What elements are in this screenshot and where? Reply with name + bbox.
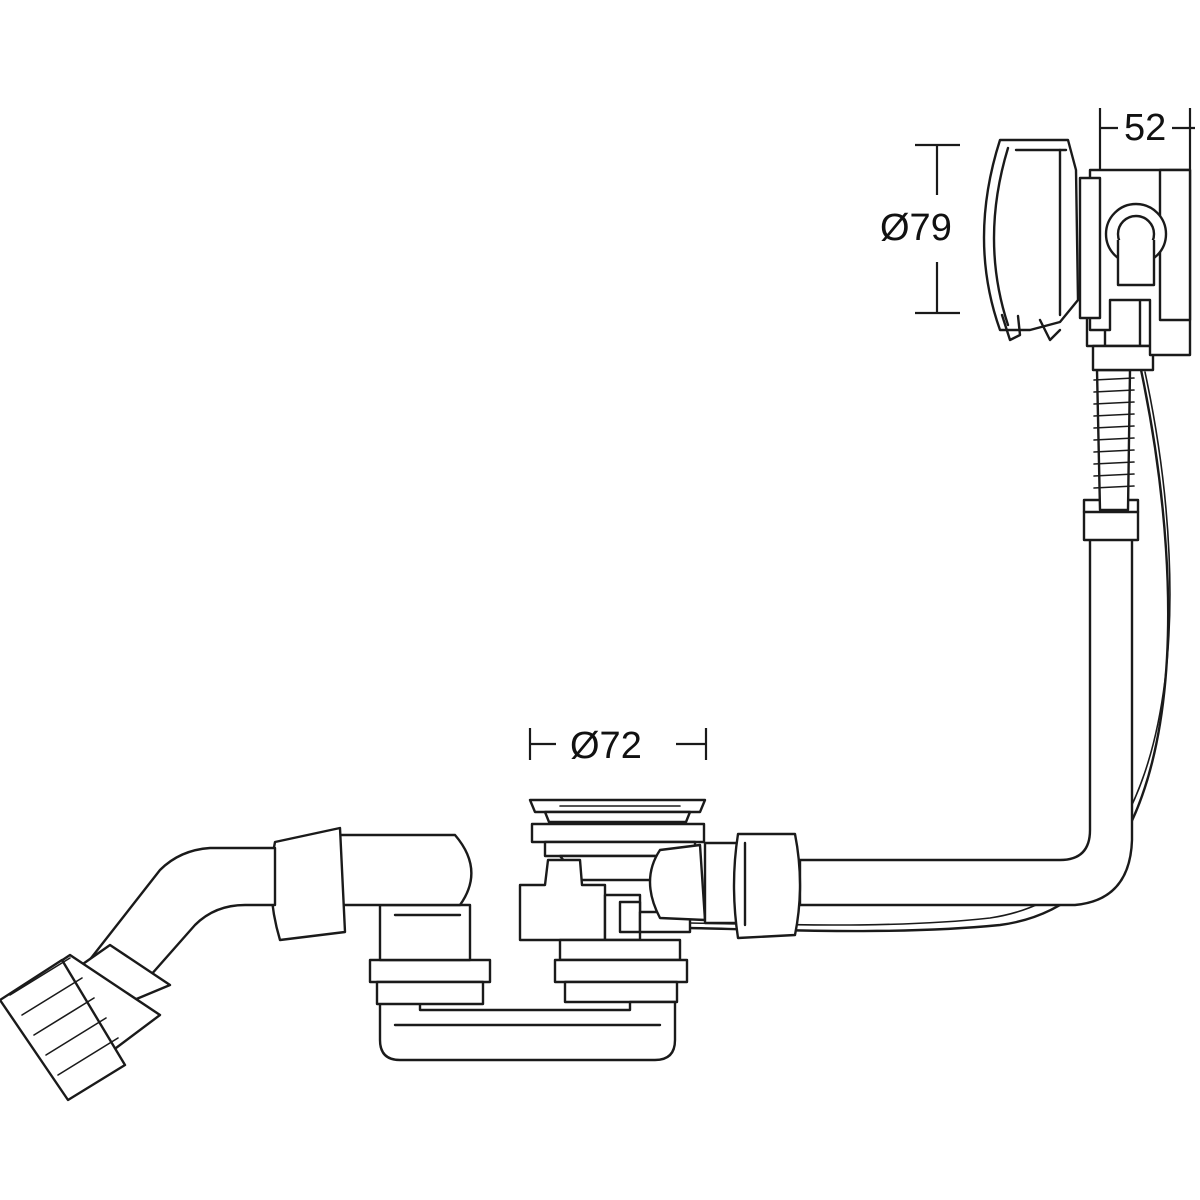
trap-bend [368,903,677,1062]
outlet-pipe [0,826,473,1102]
overflow-head [982,138,1192,357]
dimension-52-label: 52 [1124,107,1166,149]
dimension-79: Ø79 [880,143,960,315]
overflow-pipe [798,281,1161,907]
dimension-52: 52 [1098,107,1195,170]
dimension-72: Ø72 [528,725,708,767]
dimension-72-label: Ø72 [570,725,642,767]
overflow-connector [648,832,802,940]
dimension-79-label: Ø79 [880,207,952,249]
corrugation-ribs [1093,377,1135,489]
